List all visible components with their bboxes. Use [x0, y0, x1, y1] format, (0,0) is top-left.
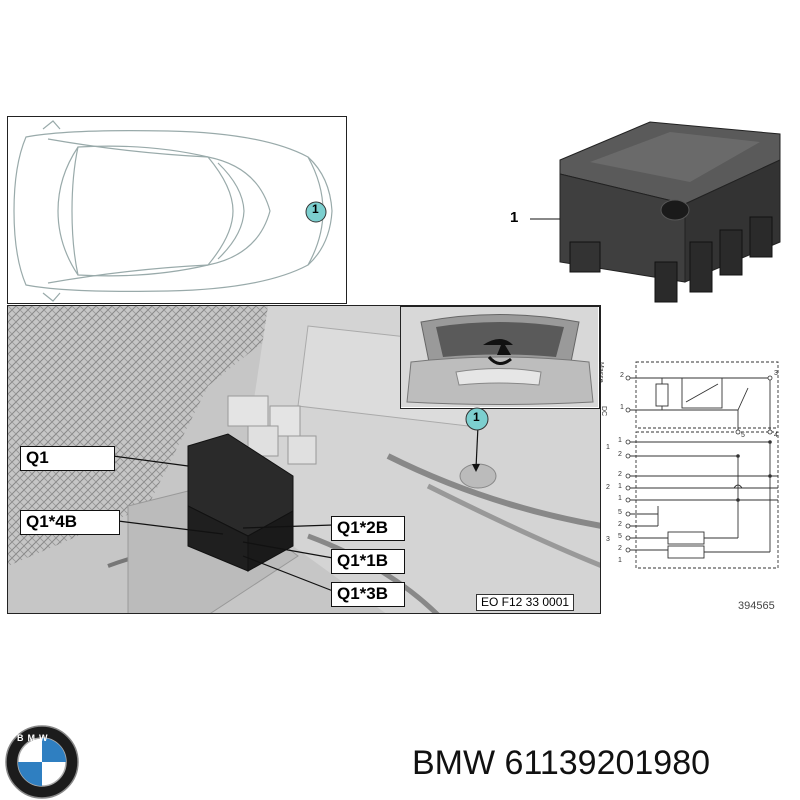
part-number-label: 1: [510, 209, 519, 226]
schematic-row-label: 1: [618, 557, 622, 564]
schematic-drawing: [625, 361, 779, 569]
bmw-logo-lettering: BMW: [17, 733, 52, 743]
schematic-pin-label: 4: [774, 432, 778, 439]
relay-part-illustration: 1: [510, 112, 800, 322]
callout-q1-1b: Q1*1B: [331, 549, 405, 574]
drawing-number: 394565: [738, 600, 775, 612]
relay-wiring-schematic: Masse DC 2 1 3 5 4 1 2 3 1 2 2 1 1 5 2 5…: [597, 348, 798, 574]
location-marker-number: 1: [312, 202, 319, 216]
callout-q1-4b: Q1*4B: [20, 510, 120, 535]
schematic-row-label: 2: [618, 545, 622, 552]
schematic-row-label: 1: [618, 437, 622, 444]
schematic-group-label: 1: [606, 444, 610, 451]
schematic-row-label: 2: [618, 471, 622, 478]
location-marker-icon: [465, 407, 489, 431]
schematic-pin-label: 1: [620, 404, 624, 411]
schematic-pin-label: 2: [620, 372, 624, 379]
trunk-open-drawing: [401, 307, 598, 407]
schematic-label-masse: Masse: [597, 362, 604, 383]
photo-reference-label: EO F12 33 0001: [476, 594, 575, 611]
schematic-row-label: 2: [618, 451, 622, 458]
car-top-view-panel: 1: [7, 116, 347, 304]
schematic-group-label: 2: [606, 484, 610, 491]
brand-and-part-number: BMW 61139201980: [412, 744, 710, 783]
schematic-label-dc: DC: [600, 406, 607, 417]
car-outline-drawing: [13, 120, 333, 302]
callout-q1-2b: Q1*2B: [331, 516, 405, 541]
trunk-inset-photo: [400, 306, 600, 409]
installation-photo-panel: 1 Q1 Q1*4B Q1*2B Q1*1B Q1*3B EO F12 33 0…: [7, 305, 601, 614]
schematic-row-label: 5: [618, 533, 622, 540]
location-marker-number: 1: [473, 410, 480, 424]
callout-q1-3b: Q1*3B: [331, 582, 405, 607]
schematic-row-label: 5: [618, 509, 622, 516]
schematic-pin-label: 3: [774, 370, 778, 377]
schematic-row-label: 1: [618, 495, 622, 502]
schematic-row-label: 2: [618, 521, 622, 528]
brand-name: BMW: [412, 744, 496, 782]
bmw-logo-icon: [5, 725, 79, 799]
relay-module-drawing: [530, 121, 781, 303]
location-marker-icon: [305, 201, 327, 223]
schematic-pin-label: 5: [741, 432, 745, 439]
callout-q1: Q1: [20, 446, 115, 471]
part-number: 61139201980: [504, 744, 711, 782]
schematic-group-label: 3: [606, 536, 610, 543]
schematic-row-label: 1: [618, 483, 622, 490]
